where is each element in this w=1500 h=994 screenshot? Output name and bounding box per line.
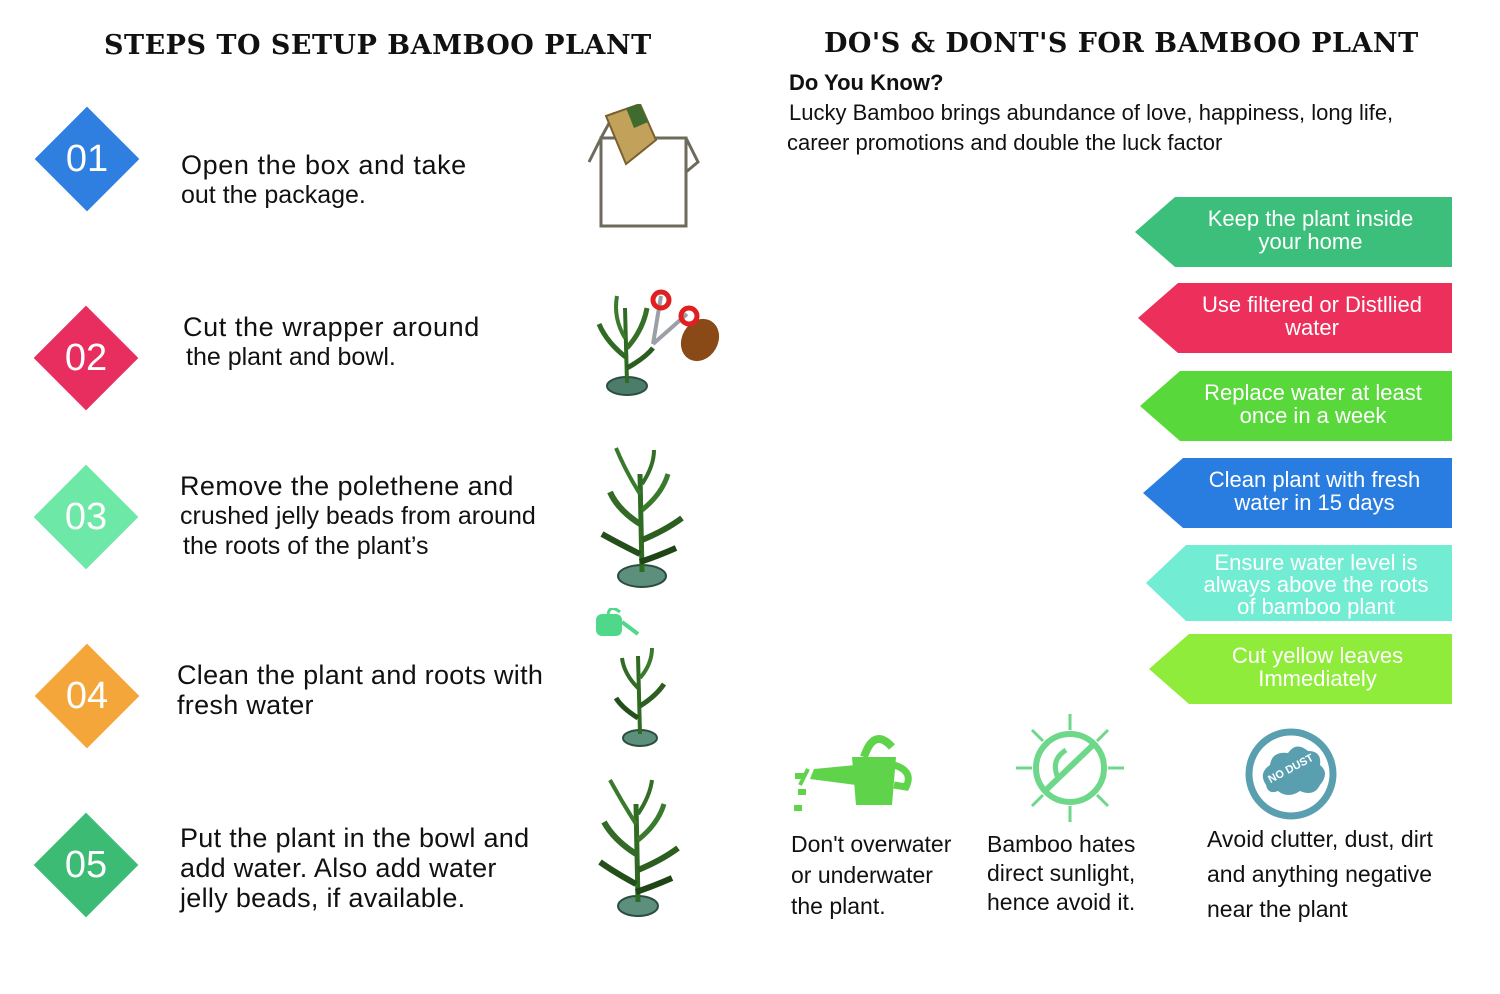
avoid-clutter-line-2: and anything negative — [1207, 861, 1433, 887]
step-3-line-2: crushed jelly beads from around — [180, 502, 536, 530]
step-5-line-1: Put the plant in the bowl and — [180, 823, 530, 853]
tip-cut-yellow-leaves: Cut yellow leaves Immediately — [1149, 634, 1452, 704]
step-4-number: 04 — [65, 675, 109, 717]
avoid-clutter-line-1: Avoid clutter, dust, dirt — [1207, 826, 1433, 852]
step-5-line-2: add water. Also add water — [180, 853, 497, 883]
step-3-number: 03 — [64, 496, 108, 538]
tip-clean-plant: Clean plant with fresh water in 15 days — [1143, 458, 1452, 528]
tip-3-line-2: once in a week — [1239, 403, 1387, 428]
tip-2-line-2: water — [1285, 315, 1339, 340]
step-5-line-3: jelly beads, if available. — [180, 883, 466, 913]
step-1-text: Open the box and take out the package. — [181, 150, 467, 210]
bamboo-plant-icon — [600, 447, 684, 588]
tip-6-line-2: Immediately — [1258, 666, 1377, 691]
dos-donts-heading: DO'S & DONT'S FOR BAMBOO PLANT — [824, 28, 1419, 59]
step-2-line-2: the plant and bowl. — [186, 343, 396, 371]
tip-keep-inside: Keep the plant inside your home — [1135, 197, 1452, 267]
do-you-know-line-1: Lucky Bamboo brings abundance of love, h… — [789, 100, 1394, 125]
tip-water-level: Ensure water level is always above the r… — [1146, 545, 1452, 621]
step-4-line-2: fresh water — [177, 690, 314, 720]
step-2-text: Cut the wrapper around the plant and bow… — [183, 312, 480, 372]
tip-5-line-2: always above the roots — [1203, 572, 1429, 597]
bamboo-bowl-icon — [598, 779, 680, 917]
tip-3-line-1: Replace water at least — [1204, 380, 1422, 405]
dont-overwater-line-3: the plant. — [791, 893, 886, 919]
tip-6-line-1: Cut yellow leaves — [1231, 643, 1404, 668]
step-5-text: Put the plant in the bowl and add water.… — [180, 823, 529, 913]
avoid-clutter-line-3: near the plant — [1207, 896, 1348, 922]
tip-1-line-2: your home — [1258, 229, 1363, 254]
step-2: 02 Cut the wrapper around the plant and … — [0, 282, 740, 432]
tip-5-line-1: Ensure water level is — [1214, 550, 1418, 575]
tip-replace-water: Replace water at least once in a week — [1140, 371, 1452, 441]
tip-1-line-1: Keep the plant inside — [1207, 206, 1414, 231]
step-3-line-3: the roots of the plant’s — [183, 532, 429, 560]
step-1-line-1: Open the box and take — [181, 150, 467, 180]
dont-overwater-text: Don't overwater or underwater the plant. — [791, 829, 951, 922]
step-3-text: Remove the polethene and crushed jelly b… — [180, 471, 536, 561]
step-1-number: 01 — [65, 138, 109, 180]
tip-4-line-2: water in 15 days — [1234, 490, 1395, 515]
tip-2-line-1: Use filtered or Distllied — [1201, 292, 1423, 317]
no-sun-icon — [1016, 714, 1124, 822]
watering-can-icon — [794, 735, 912, 811]
hates-sunlight-line-1: Bamboo hates — [987, 831, 1136, 857]
scissors-plant-icon — [596, 289, 720, 396]
step-2-line-1: Cut the wrapper around — [183, 312, 480, 342]
hates-sunlight-line-2: direct sunlight, — [987, 860, 1136, 886]
step-4-text: Clean the plant and roots with fresh wat… — [177, 660, 543, 720]
step-3-line-1: Remove the polethene and — [180, 471, 514, 501]
box-icon — [587, 104, 700, 228]
avoid-clutter-text: Avoid clutter, dust, dirt and anything n… — [1207, 822, 1433, 927]
no-dust-icon: NO DUST — [1244, 727, 1338, 821]
step-4: 04 Clean the plant and roots with fresh … — [0, 608, 740, 770]
step-3: 03 Remove the polethene and crushed jell… — [0, 440, 740, 590]
dont-overwater-line-2: or underwater — [791, 862, 933, 888]
step-1: 01 Open the box and take out the package… — [0, 82, 740, 232]
tip-5-line-3: of bamboo plant — [1237, 594, 1395, 619]
do-you-know-title: Do You Know? — [789, 70, 944, 95]
watering-plant-icon — [596, 608, 667, 747]
step-2-number: 02 — [64, 337, 108, 379]
steps-heading: STEPS TO SETUP BAMBOO PLANT — [104, 30, 652, 61]
tip-4-line-1: Clean plant with fresh — [1208, 467, 1421, 492]
hates-sunlight-text: Bamboo hates direct sunlight, hence avoi… — [987, 830, 1135, 917]
step-1-line-2: out the package. — [181, 181, 366, 209]
hates-sunlight-line-3: hence avoid it. — [987, 889, 1136, 915]
step-4-line-1: Clean the plant and roots with — [177, 660, 544, 690]
step-5-number: 05 — [64, 844, 108, 886]
do-you-know-line-2: career promotions and double the luck fa… — [787, 130, 1223, 155]
tip-filtered-water: Use filtered or Distllied water — [1138, 283, 1452, 353]
dont-overwater-line-1: Don't overwater — [791, 831, 952, 857]
step-5: 05 Put the plant in the bowl and add wat… — [0, 779, 740, 940]
